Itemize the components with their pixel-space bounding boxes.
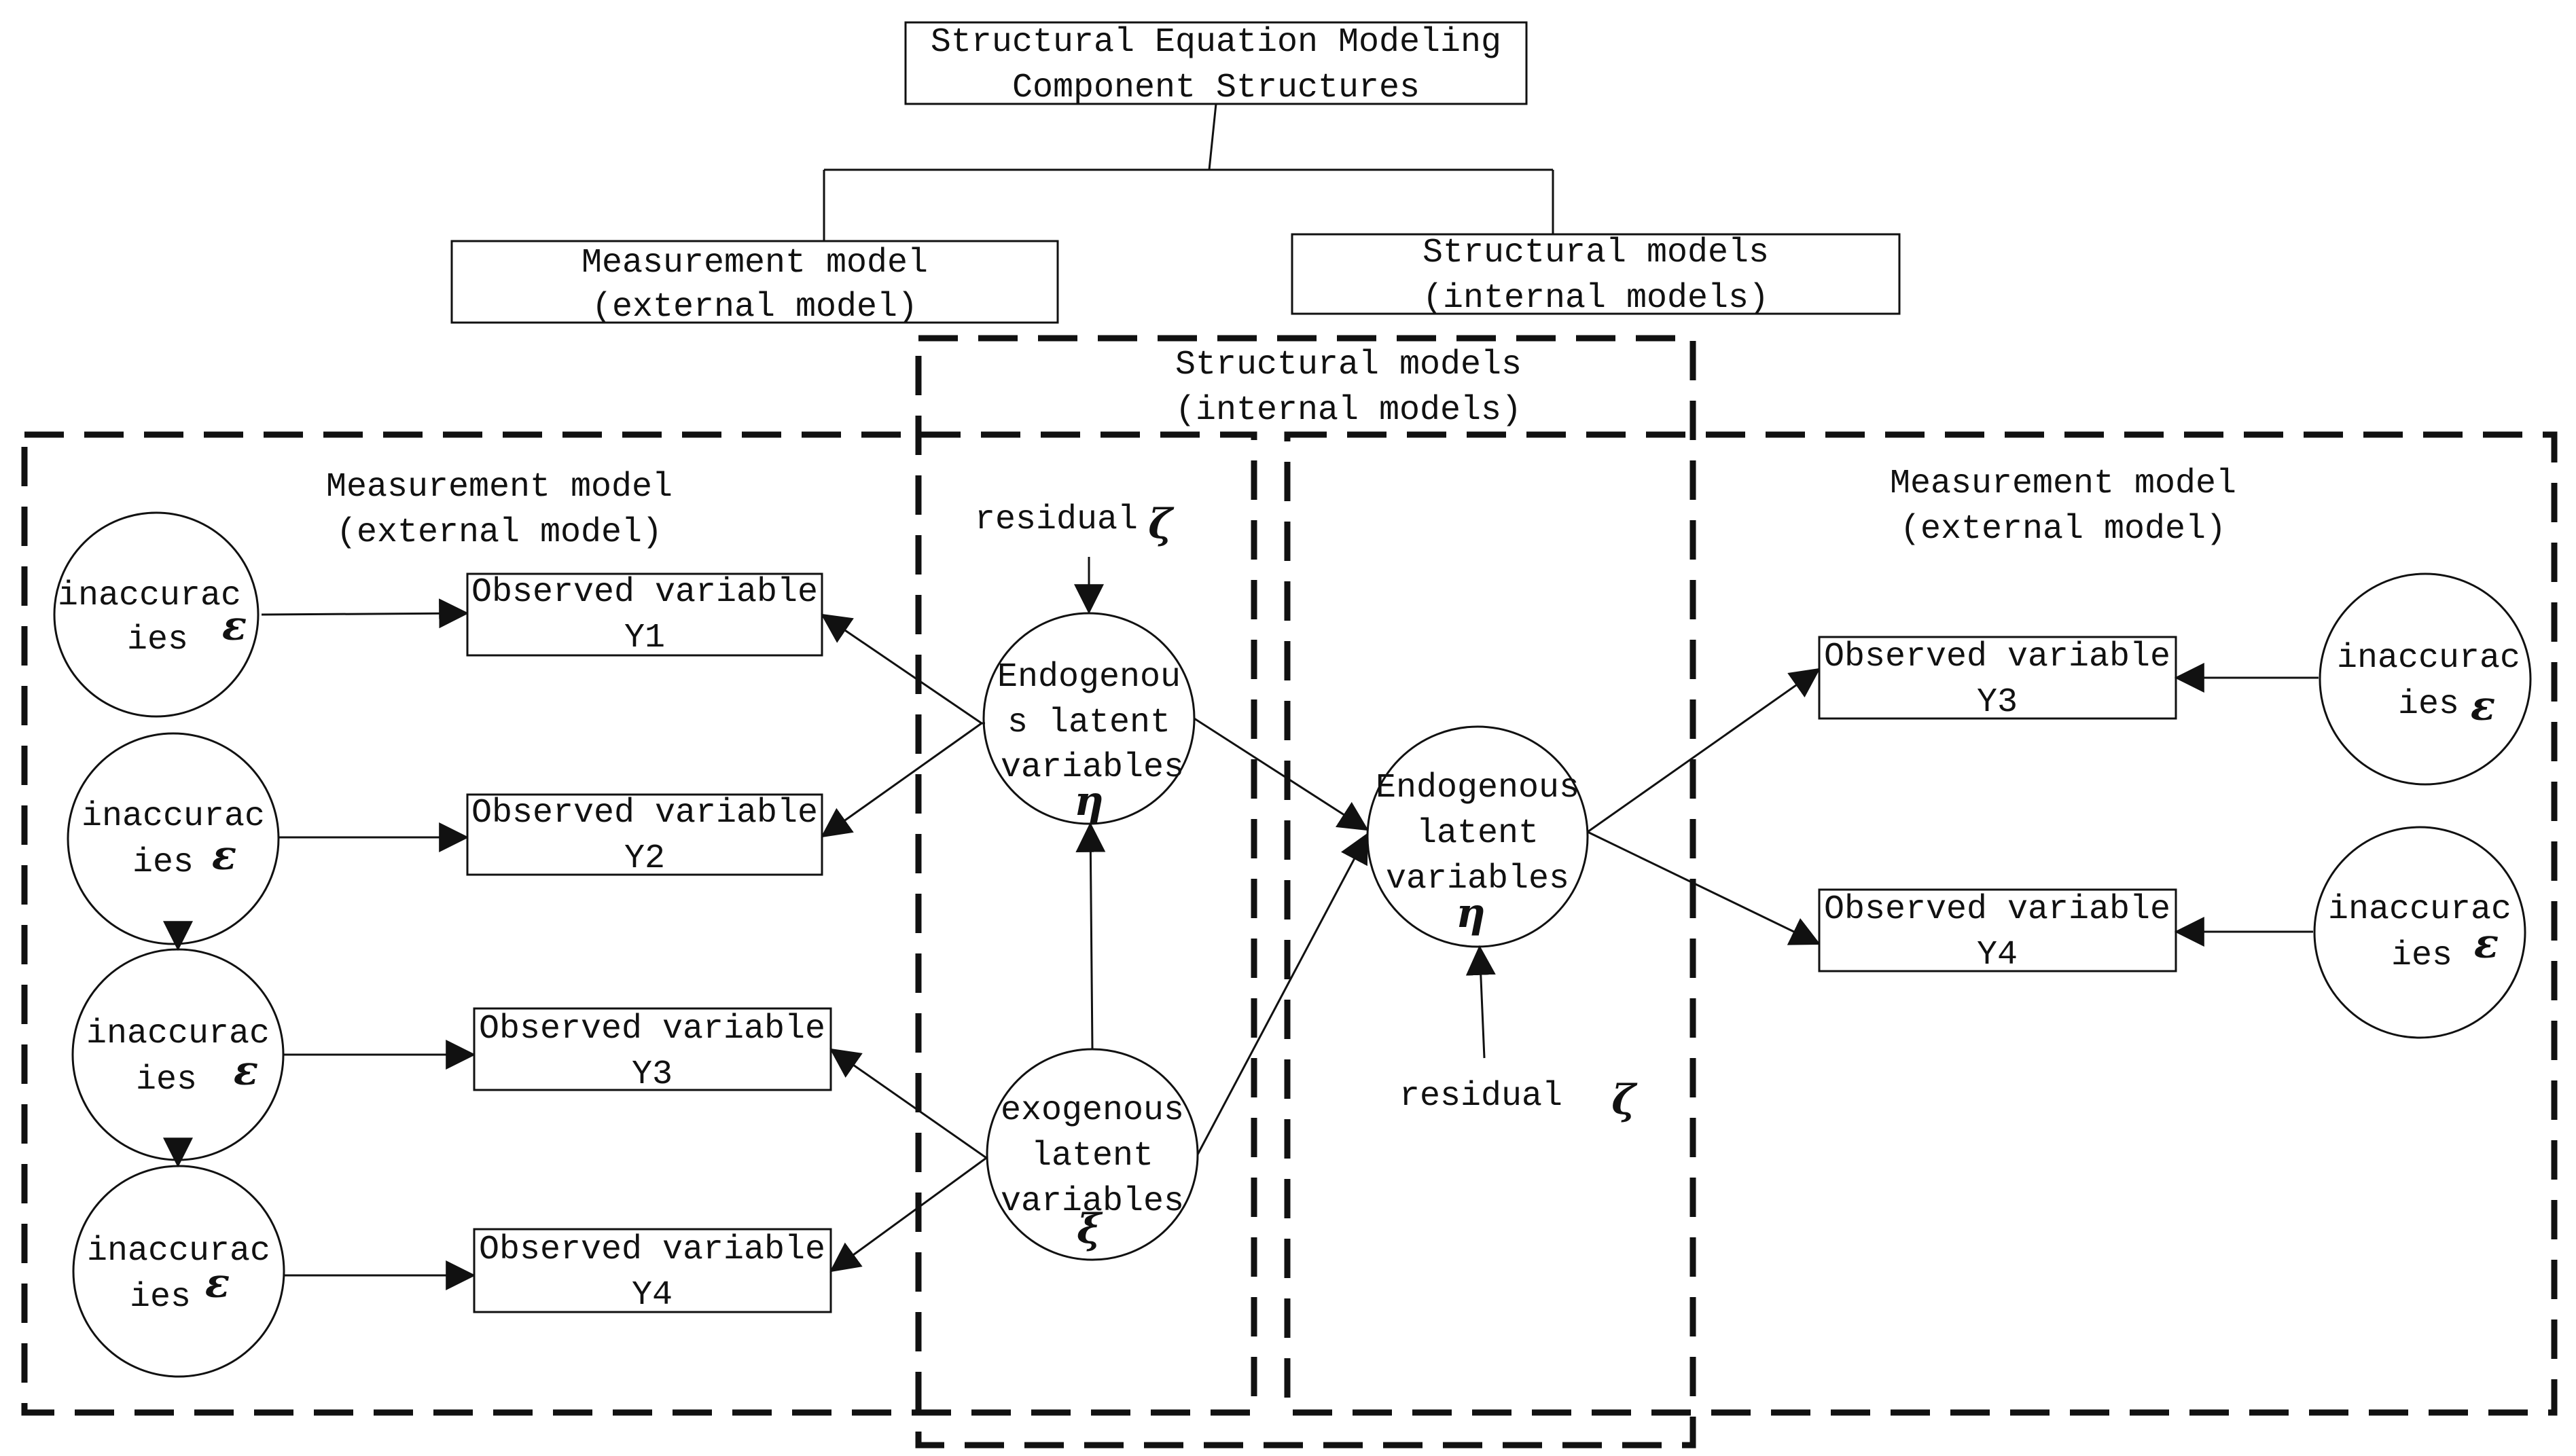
measurement-model-line2: (external model) xyxy=(592,288,918,327)
error-2-line1: inaccurac xyxy=(82,797,265,836)
observed-y4-box xyxy=(473,1228,832,1313)
error-circle-right-1 xyxy=(2319,572,2532,786)
error-4-line1: inaccurac xyxy=(87,1232,270,1271)
structural-region xyxy=(915,335,1696,1449)
observed-y4-line1: Observed variable xyxy=(479,1231,825,1269)
arrow-error1-y1 xyxy=(261,598,469,629)
error-right-2-line1: inaccurac xyxy=(2328,890,2511,929)
epsilon-symbol: ε xyxy=(222,602,247,650)
epsilon-symbol: ε xyxy=(2474,920,2499,968)
arrow-exogenous-y3 xyxy=(829,1048,987,1159)
epsilon-symbol: ε xyxy=(2471,682,2495,730)
arrow-exogenous-endogenous xyxy=(1075,822,1106,1050)
title-line1: Structural Equation Modeling xyxy=(931,23,1501,62)
error-circle-2 xyxy=(67,732,280,945)
observed-y2-line1: Observed variable xyxy=(471,794,818,833)
error-circle-4 xyxy=(72,1165,285,1378)
error-1-line2: ies xyxy=(127,621,188,659)
measurement-model-line1: Measurement model xyxy=(582,244,928,283)
structural-model-box xyxy=(1291,233,1901,315)
observed-right-y3-line1: Observed variable xyxy=(1824,638,2170,676)
zeta-symbol: ζ xyxy=(1611,1076,1638,1124)
left-region-label-line1: Measurement model xyxy=(326,468,673,507)
observed-y2-line2: Y2 xyxy=(624,839,665,878)
observed-right-y3-box xyxy=(1818,636,2177,720)
xi-symbol: ξ xyxy=(1077,1205,1103,1253)
tree-connector-stem xyxy=(1208,103,1217,170)
measurement-model-box xyxy=(450,240,1059,324)
observed-right-y4-line2: Y4 xyxy=(1977,936,2018,975)
title-box xyxy=(904,21,1528,105)
observed-y2-box xyxy=(466,793,823,876)
endogenous-right-line3: variables xyxy=(1386,860,1569,898)
error-right-1-line1: inaccurac xyxy=(2337,639,2520,678)
observed-y1-line1: Observed variable xyxy=(471,573,818,612)
arrow-residual-bottom xyxy=(1465,945,1496,1059)
error-circle-1 xyxy=(53,511,260,718)
right-region-label-line2: (external model) xyxy=(1900,510,2226,549)
arrow-endogenous-y2 xyxy=(821,722,982,838)
endogenous-right-line1: Endogenous xyxy=(1376,769,1579,807)
observed-y3-line2: Y3 xyxy=(632,1055,673,1094)
error-1-line1: inaccurac xyxy=(58,577,241,615)
observed-y1-line2: Y1 xyxy=(624,619,665,657)
right-measurement-region xyxy=(1284,431,2558,1416)
structural-model-line2: (internal models) xyxy=(1423,279,1769,318)
observed-y3-line1: Observed variable xyxy=(479,1010,825,1049)
structural-model-line1: Structural models xyxy=(1423,234,1769,272)
arrow-exogenous-endogenous-right xyxy=(1196,833,1369,1155)
error-right-1-line2: ies xyxy=(2398,685,2459,724)
observed-y1-box xyxy=(466,572,823,657)
eta-symbol: η xyxy=(1074,778,1104,825)
structural-region-label-line2: (internal models) xyxy=(1175,391,1522,430)
error-2-line2: ies xyxy=(132,843,194,882)
epsilon-symbol: ε xyxy=(205,1260,230,1307)
zeta-symbol: ζ xyxy=(1148,500,1175,548)
left-measurement-region xyxy=(21,431,1257,1416)
arrow-endogenous-right-y3 xyxy=(1587,668,1821,833)
endogenous-left-line2: s latent xyxy=(1007,704,1170,742)
endogenous-left-line3: variables xyxy=(1001,748,1184,787)
observed-right-y4-box xyxy=(1818,888,2177,972)
arrow-endogenous-y1 xyxy=(821,613,982,725)
observed-right-y3-line2: Y3 xyxy=(1977,683,2018,722)
eta-symbol: η xyxy=(1456,890,1486,937)
error-4-line2: ies xyxy=(130,1278,191,1317)
observed-y4-line2: Y4 xyxy=(632,1276,673,1315)
arrow-endogenous-right-y4 xyxy=(1587,831,1821,945)
epsilon-symbol: ε xyxy=(234,1047,258,1095)
observed-y3-box xyxy=(473,1007,832,1091)
title-line2: Component Structures xyxy=(1012,69,1420,107)
exogenous-line2: latent xyxy=(1031,1137,1153,1176)
exogenous-line3: variables xyxy=(1001,1182,1184,1221)
error-3-line2: ies xyxy=(136,1061,197,1099)
endogenous-left-line1: Endogenou xyxy=(997,658,1181,697)
right-region-label-line1: Measurement model xyxy=(1890,465,2236,503)
error-right-2-line2: ies xyxy=(2391,936,2452,975)
arrow-endogenous-left-right xyxy=(1194,717,1369,831)
exogenous-line1: exogenous xyxy=(1001,1091,1184,1130)
arrow-exogenous-y4 xyxy=(829,1157,987,1273)
endogenous-right-line2: latent xyxy=(1416,814,1539,853)
error-3-line1: inaccurac xyxy=(86,1015,270,1053)
residual-top-label: residual xyxy=(975,500,1138,539)
observed-right-y4-line1: Observed variable xyxy=(1824,890,2170,929)
residual-bottom-label: residual xyxy=(1399,1077,1562,1116)
left-region-label-line2: (external model) xyxy=(336,513,662,552)
epsilon-symbol: ε xyxy=(212,832,236,879)
error-circle-right-2 xyxy=(2313,826,2526,1039)
structural-region-label-line1: Structural models xyxy=(1175,346,1522,384)
